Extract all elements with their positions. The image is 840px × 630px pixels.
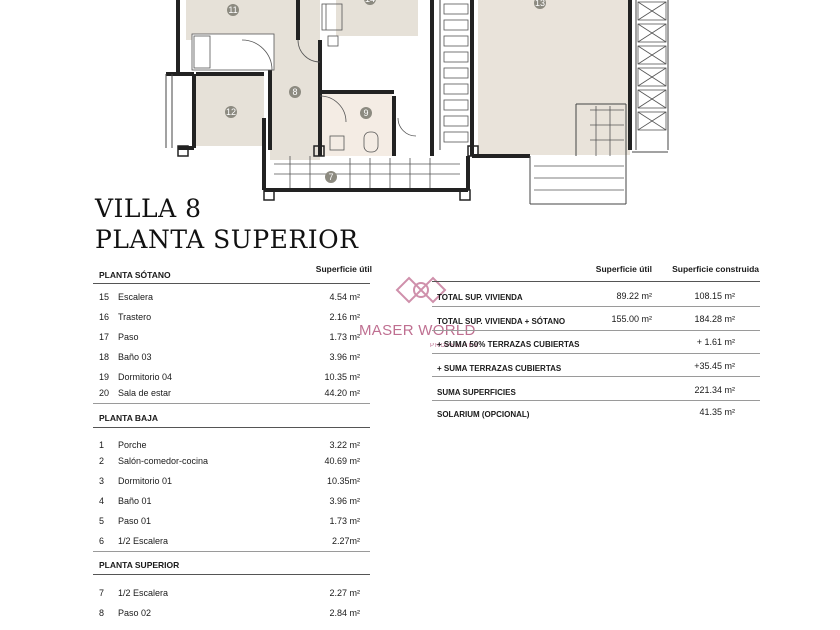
divider [432, 330, 760, 331]
room-marker: 8 [289, 86, 301, 98]
divider [93, 574, 370, 575]
section-title-superior: PLANTA SUPERIOR [99, 560, 180, 570]
watermark-sub: PROPERTIES [430, 343, 479, 349]
room-marker: 7 [325, 171, 337, 183]
summary-construida: 184.28 m² [694, 314, 735, 324]
room-marker: 12 [225, 106, 237, 118]
svg-text:8: 8 [292, 87, 297, 97]
summary-construida: 221.34 m² [694, 385, 735, 395]
divider [432, 400, 760, 401]
room-marker: 9 [360, 107, 372, 119]
svg-text:7: 7 [328, 172, 333, 182]
summary-construida: 41.35 m² [699, 407, 735, 417]
divider [432, 281, 760, 282]
watermark-brand: MASER WORLD [359, 322, 476, 339]
villa-title: VILLA 8 [95, 194, 202, 223]
room-marker: 13 [534, 0, 546, 9]
divider [432, 306, 760, 307]
summary-col-util: Superficie útil [595, 264, 652, 274]
room-marker: 11 [227, 4, 239, 16]
svg-text:12: 12 [226, 107, 236, 117]
section-title-baja: PLANTA BAJA [99, 413, 159, 423]
floor-plan: 11 14 13 12 8 9 7 [165, 0, 669, 205]
svg-text:9: 9 [363, 108, 368, 118]
divider [93, 427, 370, 428]
summary-util: 155.00 m² [611, 314, 652, 324]
divider [93, 283, 370, 284]
section-title-sotano: PLANTA SÓTANO [99, 270, 171, 280]
summary-construida: + 1.61 m² [696, 337, 735, 347]
watermark-logo-icon [395, 276, 447, 304]
summary-label: TOTAL SUP. VIVIENDA + SÓTANO [437, 317, 566, 326]
summary-label: + SUMA TERRAZAS CUBIERTAS [437, 364, 562, 373]
svg-text:13: 13 [535, 0, 545, 8]
col-header-util: Superficie útil [315, 264, 372, 274]
summary-construida: 108.15 m² [694, 291, 735, 301]
summary-label: TOTAL SUP. VIVIENDA [437, 293, 523, 302]
divider [432, 376, 760, 377]
svg-text:14: 14 [365, 0, 375, 4]
summary-util: 89.22 m² [616, 291, 652, 301]
divider [93, 403, 370, 404]
divider [93, 551, 370, 552]
summary-col-construida: Superficie construida [672, 264, 759, 274]
room-marker: 14 [364, 0, 376, 5]
floor-title: PLANTA SUPERIOR [95, 225, 359, 254]
svg-text:11: 11 [228, 5, 237, 15]
summary-label: SUMA SUPERFICIES [437, 388, 516, 397]
summary-label: + SUMA 50% TERRAZAS CUBIERTAS [437, 340, 580, 349]
divider [432, 353, 760, 354]
summary-label: SOLARIUM (OPCIONAL) [437, 410, 530, 419]
summary-construida: +35.45 m² [694, 361, 735, 371]
watermark: MASER WORLD PROPERTIES [357, 272, 487, 352]
